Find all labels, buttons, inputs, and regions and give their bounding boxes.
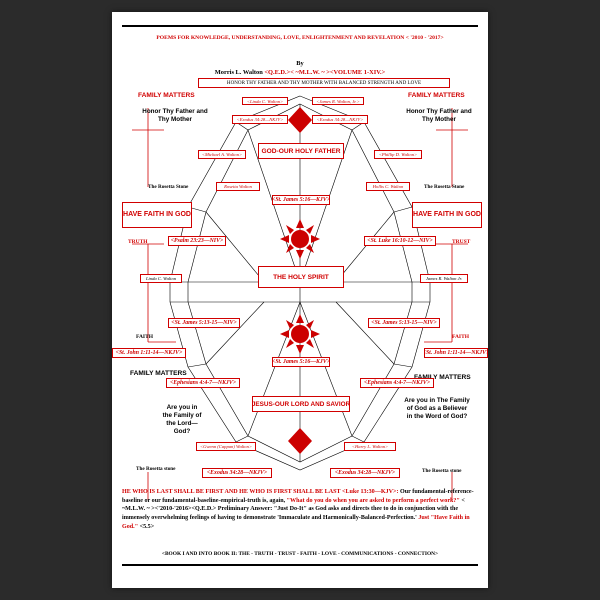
honor-left-label: Honor Thy Father and Thy Mother bbox=[142, 108, 208, 123]
document-page: POEMS FOR KNOWLEDGE, UNDERSTANDING, LOVE… bbox=[112, 12, 488, 588]
sig-top-right: <James R. Walton, Jr.> bbox=[312, 97, 364, 105]
st-james-left-mid: <St. James 5:13-15—NIV> bbox=[168, 318, 240, 328]
footer-question: "What do you do when you are asked to pe… bbox=[286, 497, 460, 504]
bottom-line: <BOOK I AND INTO BOOK II: THE - TRUTH - … bbox=[161, 551, 439, 557]
exodus-top-right: <Exodus 34:28—NKJV> bbox=[312, 115, 368, 124]
sig-gwenn: <Gwenn (Cappan) Walton> bbox=[196, 442, 256, 451]
trust-label: TRUST bbox=[452, 239, 471, 245]
footer-text-2: < ~M.L.W. ~ ><'2010-'2016><Q.E.D.> Preli… bbox=[122, 497, 465, 521]
sig-linda-mid: Linda C. Walton bbox=[140, 274, 182, 283]
st-john-left: <St. John 1:11-14—NKJV> bbox=[112, 348, 186, 358]
question-left: Are you in the Family of the Lord—God? bbox=[162, 404, 202, 435]
rosetta-right-1: The Rosetta Stone bbox=[424, 184, 465, 190]
sig-phillip: <Phillip D. Walton> bbox=[374, 150, 422, 159]
upper-sun-icon bbox=[280, 219, 320, 259]
lower-sun-icon bbox=[280, 314, 320, 354]
document-title: POEMS FOR KNOWLEDGE, UNDERSTANDING, LOVE… bbox=[156, 35, 444, 41]
st-john-right: <St. John 1:11-14—NKJV> bbox=[424, 348, 488, 358]
rosetta-left-1: The Rosetta Stone bbox=[148, 184, 189, 190]
exodus-bottom-right: <Exodus 34:28—NKJV> bbox=[330, 468, 400, 478]
faith-god-left-box: HAVE FAITH IN GOD bbox=[122, 202, 192, 228]
sig-top-left: <Linda C. Walton> bbox=[242, 97, 288, 105]
sig-harry: <Harry L. Walton> bbox=[344, 442, 396, 451]
exodus-bottom-left: <Exodus 34:28—NKJV> bbox=[202, 468, 272, 478]
diagram-graphic bbox=[132, 95, 468, 500]
top-rule bbox=[122, 25, 478, 27]
question-right: Are you in The Family of God as a Believ… bbox=[404, 397, 470, 420]
bottom-rule bbox=[122, 564, 478, 566]
footer-paragraph: HE WHO IS LAST SHALL BE FIRST AND HE WHO… bbox=[122, 488, 478, 531]
jesus-box: JESUS-OUR LORD AND SAVIOR bbox=[252, 396, 350, 412]
family-matters-mid-right: FAMILY MATTERS bbox=[414, 374, 471, 381]
exodus-top-left: <Exodus 34:28—NKJV> bbox=[232, 115, 288, 124]
ephesians-right: <Ephesians 4:4-7—NKJV> bbox=[360, 378, 434, 388]
author-volume: <Q.E.D.>< ~M.L.W. ~ ><VOLUME 1-XIV.> bbox=[264, 69, 386, 76]
author-name: Morris L. Walton bbox=[214, 69, 265, 76]
st-luke-ref: <St. Luke 16:10-12—NIV> bbox=[364, 236, 436, 246]
family-matters-top-left: FAMILY MATTERS bbox=[138, 92, 195, 99]
holy-spirit-box: THE HOLY SPIRIT bbox=[258, 266, 344, 288]
footer-text-1: Our fundamental-reference-baseline or ou… bbox=[122, 489, 474, 504]
bottom-diamond-icon bbox=[288, 428, 312, 454]
faith-god-right-box: HAVE FAITH IN GOD bbox=[412, 202, 482, 228]
rosetta-left-2: The Rosetta stone bbox=[136, 466, 176, 472]
faith-right-label: FAITH bbox=[452, 334, 470, 340]
ephesians-left: <Ephesians 4:4-7—NKJV> bbox=[166, 378, 240, 388]
family-matters-mid-left: FAMILY MATTERS bbox=[130, 370, 187, 377]
st-james-lower: <St. James 5:16—KJV> bbox=[272, 357, 330, 367]
footer-just-faith: Just "Have Faith in God." bbox=[122, 514, 470, 530]
psalm-ref: <Psalm 23:23—NIV> bbox=[168, 236, 226, 246]
author-line: Morris L. Walton <Q.E.D.>< ~M.L.W. ~ ><V… bbox=[112, 69, 488, 76]
st-james-top: <St. James 5:16—KJV> bbox=[272, 195, 330, 205]
honor-right-label: Honor Thy Father and Thy Mother bbox=[406, 108, 472, 123]
by-line: By bbox=[296, 60, 304, 67]
sig-hollis: Hollis C. Walton bbox=[366, 182, 410, 191]
top-diamond-icon bbox=[288, 107, 312, 133]
footer-end: <5.5> bbox=[138, 523, 155, 530]
st-james-right-mid: <St. James 5:13-15—NIV> bbox=[368, 318, 440, 328]
outer-crystal-outline bbox=[169, 95, 431, 471]
sig-rosetta: Rosetta Walton bbox=[216, 182, 260, 191]
footer-quote-red: HE WHO IS LAST SHALL BE FIRST AND HE WHO… bbox=[122, 489, 401, 495]
truth-label: TRUTH bbox=[128, 239, 148, 245]
subtitle-box: HONOR THY FATHER AND THY MOTHER WITH BAL… bbox=[198, 78, 450, 88]
sig-james-mid: James R. Walton Jr. bbox=[420, 274, 468, 283]
sig-michael: <Michael A. Walton> bbox=[198, 150, 246, 159]
god-father-box: GOD-OUR HOLY FATHER bbox=[258, 143, 344, 159]
family-matters-top-right: FAMILY MATTERS bbox=[408, 92, 465, 99]
faith-left-label: FAITH bbox=[136, 334, 154, 340]
rosetta-right-2: The Rosetta stone bbox=[422, 468, 462, 474]
